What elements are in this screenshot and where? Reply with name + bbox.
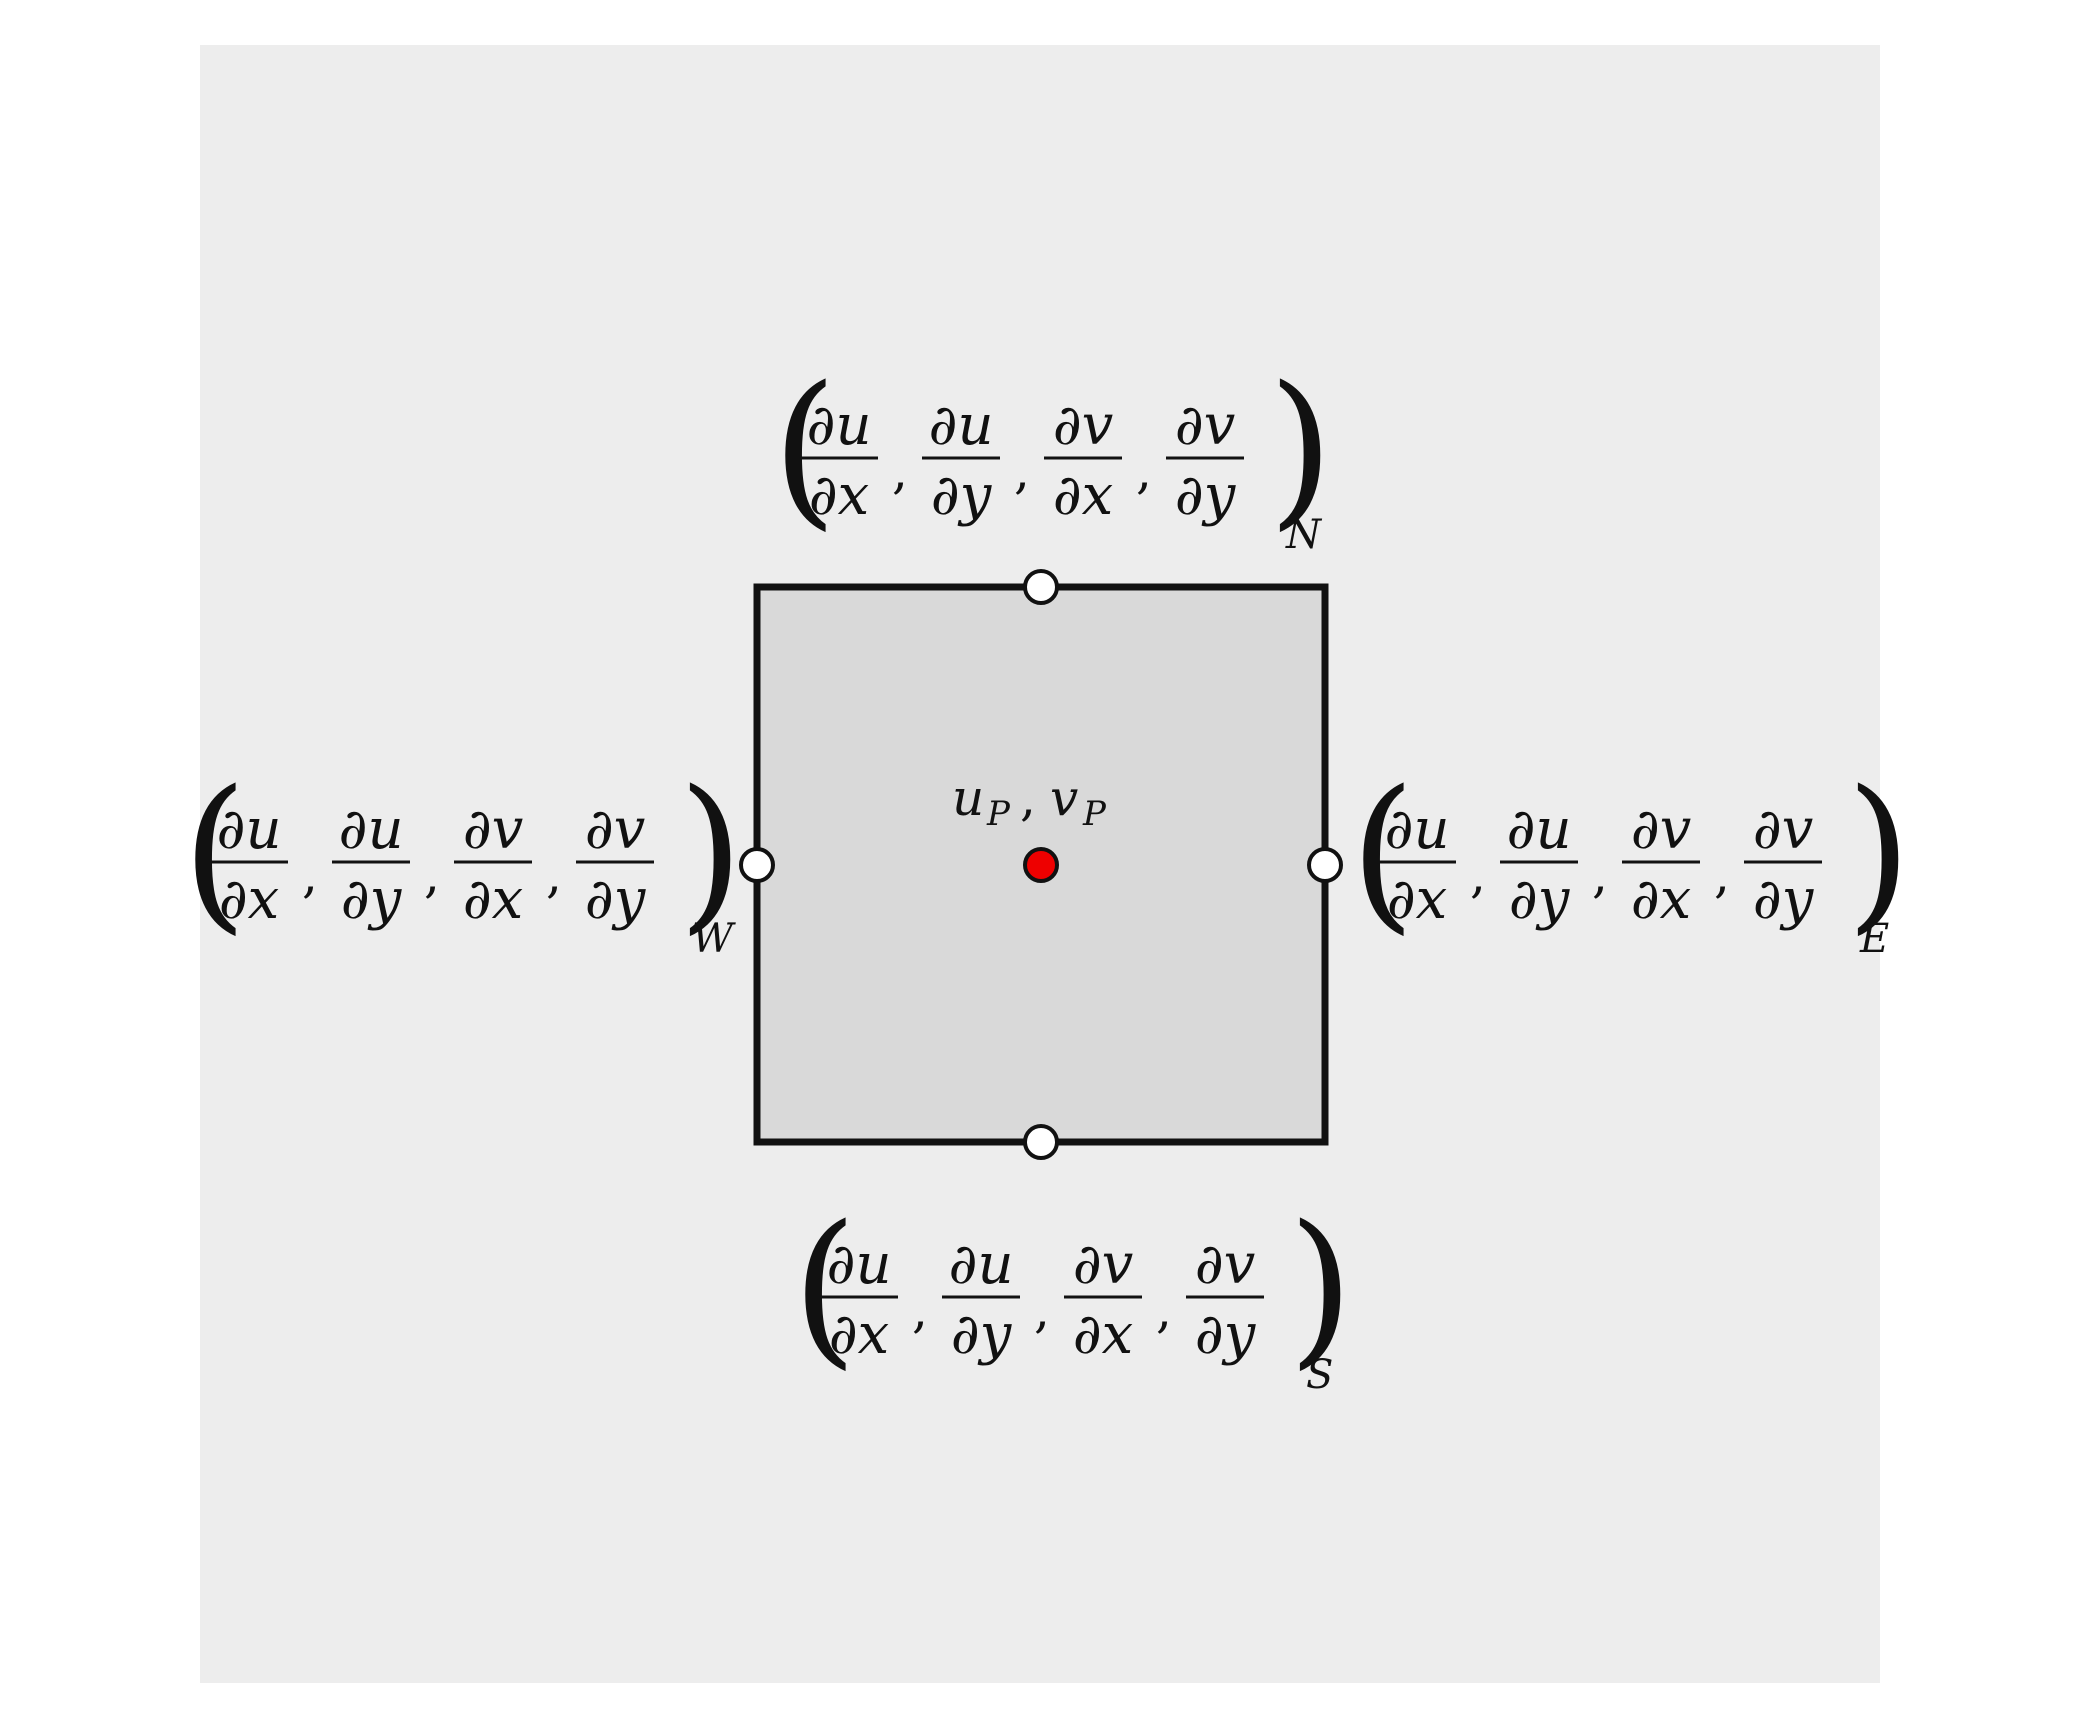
west-close-paren: ) [678, 754, 744, 950]
north-term-3-numerator: ∂v [1053, 393, 1114, 458]
center-separator: , [1020, 769, 1036, 827]
south-face-node [1023, 1124, 1059, 1160]
west-term-3-numerator: ∂v [463, 797, 524, 862]
south-term-1-numerator: ∂u [826, 1232, 891, 1297]
north-gradient-tuple: (∂u∂x,∂u∂y,∂v∂x,∂v∂y)N [772, 350, 1334, 558]
south-term-3-numerator: ∂v [1073, 1232, 1134, 1297]
north-term-3-denominator: ∂x [1053, 463, 1114, 528]
south-term-2-denominator: ∂y [951, 1302, 1013, 1367]
east-open-paren: ( [1350, 754, 1416, 950]
north-open-paren: ( [772, 350, 838, 546]
east-gradient-tuple: (∂u∂x,∂u∂y,∂v∂x,∂v∂y)E [1350, 754, 1912, 962]
north-term-4-numerator: ∂v [1175, 393, 1236, 458]
south-close-paren: ) [1288, 1189, 1354, 1385]
east-term-2-denominator: ∂y [1509, 867, 1571, 932]
south-subscript: S [1306, 1352, 1333, 1398]
cell-center-node [1023, 847, 1059, 883]
west-term-2-denominator: ∂y [341, 867, 403, 932]
north-term-2-numerator: ∂u [928, 393, 993, 458]
south-term-1-denominator: ∂x [829, 1302, 890, 1367]
north-face-node [1023, 569, 1059, 605]
west-separator-1: , [302, 846, 318, 904]
south-separator-1: , [912, 1281, 928, 1339]
west-open-paren: ( [182, 754, 248, 950]
west-subscript: W [692, 916, 736, 962]
west-face-node [739, 847, 775, 883]
north-separator-3: , [1136, 442, 1152, 500]
east-term-2-numerator: ∂u [1506, 797, 1571, 862]
east-term-3-denominator: ∂x [1631, 867, 1692, 932]
center-u-subscript: P [986, 794, 1011, 834]
east-close-paren: ) [1846, 754, 1912, 950]
south-term-4-denominator: ∂y [1195, 1302, 1257, 1367]
north-term-4-denominator: ∂y [1175, 463, 1237, 528]
east-term-4-numerator: ∂v [1753, 797, 1814, 862]
center-u: u [952, 769, 984, 827]
south-separator-2: , [1034, 1281, 1050, 1339]
south-term-4-numerator: ∂v [1195, 1232, 1256, 1297]
south-term-3-denominator: ∂x [1073, 1302, 1134, 1367]
east-subscript: E [1859, 916, 1889, 962]
north-term-1-denominator: ∂x [809, 463, 870, 528]
west-term-3-denominator: ∂x [463, 867, 524, 932]
north-term-2-denominator: ∂y [931, 463, 993, 528]
west-term-1-denominator: ∂x [219, 867, 280, 932]
north-separator-1: , [892, 442, 908, 500]
south-open-paren: ( [792, 1189, 858, 1385]
east-term-4-denominator: ∂y [1753, 867, 1815, 932]
north-subscript: N [1285, 512, 1323, 558]
east-term-1-numerator: ∂u [1384, 797, 1449, 862]
west-term-2-numerator: ∂u [338, 797, 403, 862]
south-gradient-tuple: (∂u∂x,∂u∂y,∂v∂x,∂v∂y)S [792, 1189, 1354, 1398]
center-v-subscript: P [1082, 794, 1107, 834]
east-separator-1: , [1470, 846, 1486, 904]
west-separator-2: , [424, 846, 440, 904]
south-term-2-numerator: ∂u [948, 1232, 1013, 1297]
west-separator-3: , [546, 846, 562, 904]
north-close-paren: ) [1268, 350, 1334, 546]
east-separator-3: , [1714, 846, 1730, 904]
west-term-4-denominator: ∂y [585, 867, 647, 932]
east-face-node [1307, 847, 1343, 883]
north-term-1-numerator: ∂u [806, 393, 871, 458]
west-term-4-numerator: ∂v [585, 797, 646, 862]
east-term-1-denominator: ∂x [1387, 867, 1448, 932]
north-separator-2: , [1014, 442, 1030, 500]
center-label: u P , v P [952, 769, 1107, 834]
center-v: v [1050, 769, 1078, 827]
west-gradient-tuple: (∂u∂x,∂u∂y,∂v∂x,∂v∂y)W [182, 754, 744, 962]
east-separator-2: , [1592, 846, 1608, 904]
south-separator-3: , [1156, 1281, 1172, 1339]
east-term-3-numerator: ∂v [1631, 797, 1692, 862]
west-term-1-numerator: ∂u [216, 797, 281, 862]
